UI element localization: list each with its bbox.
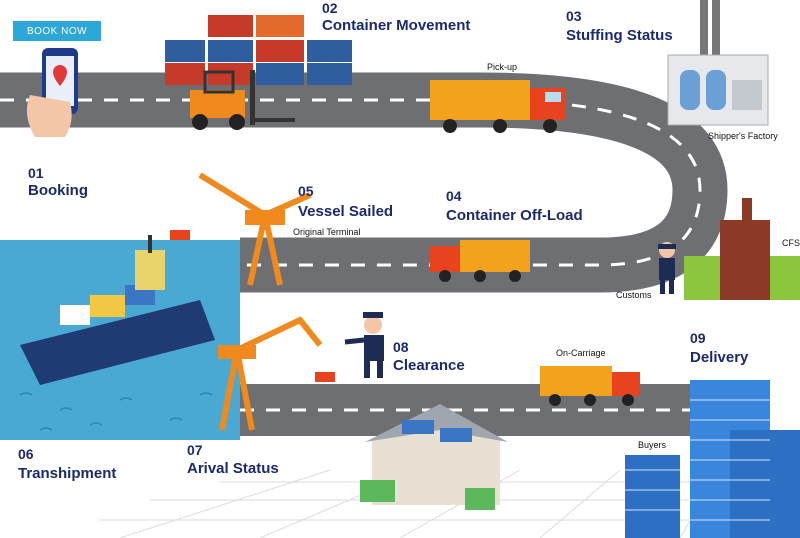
step-08-name: Clearance (393, 357, 465, 374)
step-06-name: Transhipment (18, 465, 116, 482)
step-09-number: 09 (690, 330, 706, 346)
shippers-factory-label: Shipper's Factory (708, 131, 778, 141)
clearance-officer-icon (345, 312, 384, 378)
step-02-name: Container Movement (322, 17, 470, 34)
step-05-number: 05 (298, 183, 314, 199)
step-05-name: Vessel Sailed (298, 203, 393, 220)
pickup-label: Pick-up (487, 62, 517, 72)
step-07-name: Arival Status (187, 460, 279, 477)
step-01-number: 01 (28, 165, 44, 181)
offload-truck-icon (430, 240, 530, 282)
cfs-label: CFS (782, 238, 800, 248)
on-carriage-truck-icon (540, 366, 640, 406)
step-01-name: Booking (28, 182, 88, 199)
step-08-number: 08 (393, 339, 409, 355)
step-06-number: 06 (18, 446, 34, 462)
on-carriage-label: On-Carriage (556, 348, 606, 358)
original-terminal-label: Original Terminal (293, 227, 360, 237)
customs-officer-icon (658, 242, 676, 294)
step-04-number: 04 (446, 188, 462, 204)
step-07-number: 07 (187, 442, 203, 458)
crane-hook-container (170, 230, 190, 240)
buyers-label: Buyers (638, 440, 666, 450)
crane-bottom-container (315, 372, 335, 382)
step-04-name: Container Off-Load (446, 207, 583, 224)
step-03-name: Stuffing Status (566, 27, 673, 44)
step-02-number: 02 (322, 0, 338, 16)
step-09-name: Delivery (690, 349, 748, 366)
book-now-button[interactable]: BOOK NOW (13, 21, 101, 41)
customs-label: Customs (616, 290, 652, 300)
factory-icon (668, 0, 768, 125)
step-03-number: 03 (566, 8, 582, 24)
